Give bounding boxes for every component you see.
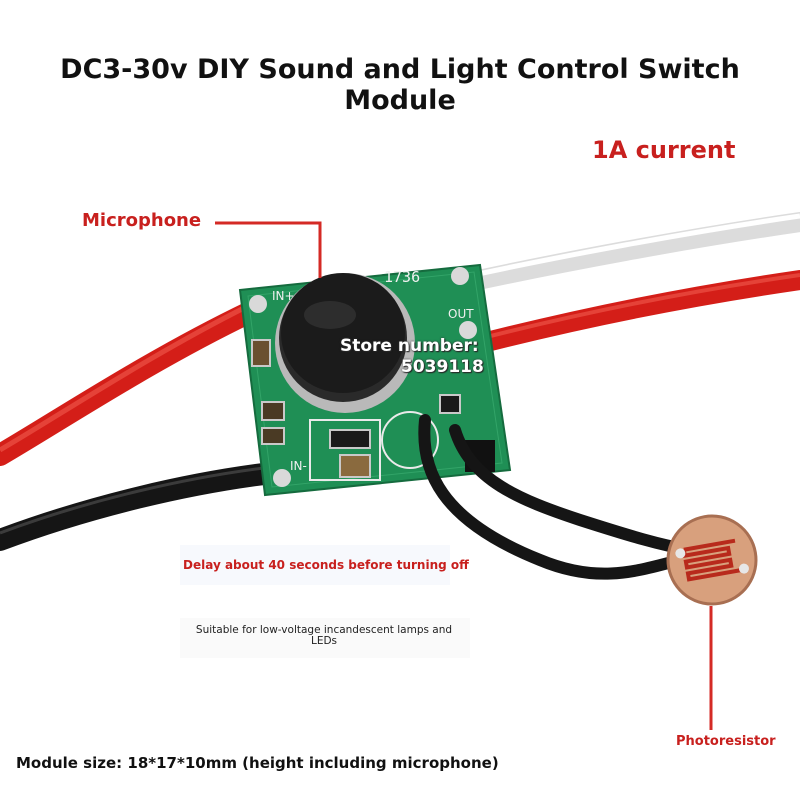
current-rating-label: 1A current xyxy=(592,136,736,164)
microphone-label: Microphone xyxy=(82,210,202,231)
microphone-capsule xyxy=(275,273,415,413)
store-number-watermark: Store number: 5039118 xyxy=(340,336,484,378)
photoresistor-lead-1 xyxy=(418,414,686,580)
photoresistor-lead-2 xyxy=(449,424,696,556)
white-wire-right xyxy=(445,212,800,295)
page-title: DC3-30v DIY Sound and Light Control Swit… xyxy=(60,54,740,116)
pcb-in-plus: IN+ xyxy=(272,289,295,303)
store-number-value: 5039118 xyxy=(401,357,484,377)
pcb-in-minus: IN- xyxy=(290,459,307,473)
photoresistor-label: Photoresistor xyxy=(676,734,776,749)
red-wire-left xyxy=(0,301,261,466)
delay-description: Delay about 40 seconds before turning of… xyxy=(183,558,469,572)
pcb-code: 1736 xyxy=(384,268,420,286)
red-wire-right xyxy=(465,270,800,355)
microphone-callout-line xyxy=(215,221,322,278)
suitable-description: Suitable for low-voltage incandescent la… xyxy=(195,624,453,647)
photoresistor xyxy=(666,514,758,606)
black-wire-left xyxy=(0,459,311,551)
store-number-title: Store number: xyxy=(340,336,479,356)
module-size-caption: Module size: 18*17*10mm (height includin… xyxy=(16,754,499,772)
pcb-out: OUT xyxy=(448,307,474,321)
